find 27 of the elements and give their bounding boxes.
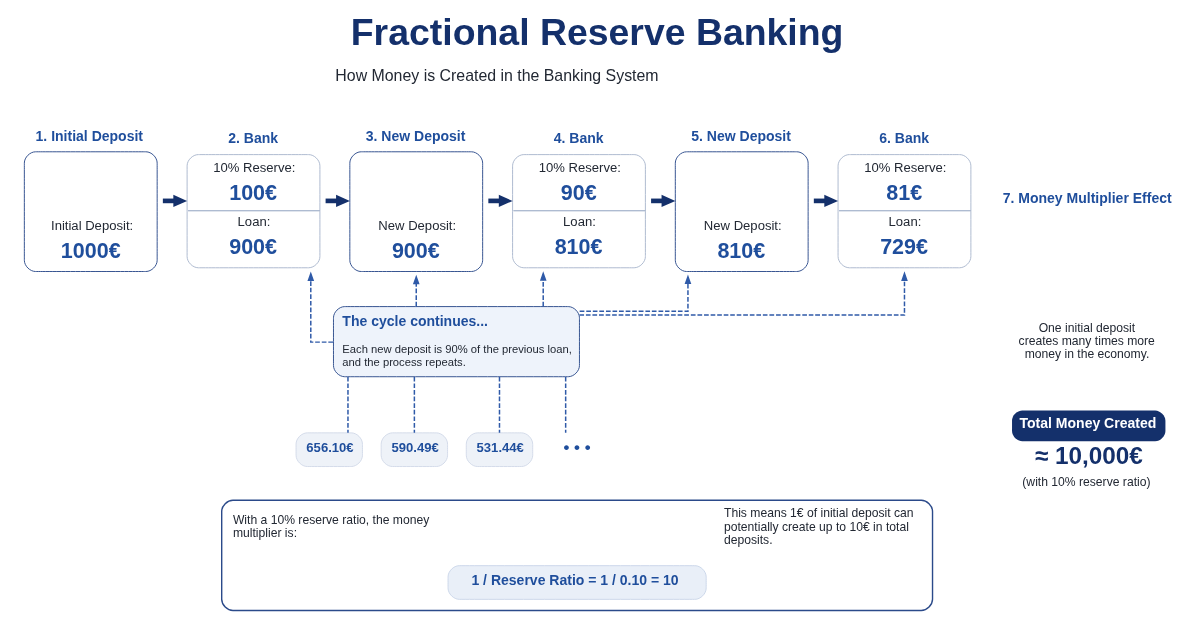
label: One initial deposit creates many times more money in the economy. xyxy=(1018,320,1155,361)
node-label: 6. Bank xyxy=(878,130,929,147)
node-box: 656.10€ xyxy=(295,432,363,467)
connector xyxy=(346,376,349,434)
label: How Money is Created in the Banking System xyxy=(334,67,659,85)
node-box: 531.44€ xyxy=(465,432,533,467)
node-box: 1 / Reserve Ratio = 1 / 0.10 = 10 xyxy=(447,565,707,600)
connector xyxy=(498,376,500,434)
node-box: 590.49€ xyxy=(380,432,448,467)
node-label: 4. Bank xyxy=(553,130,604,147)
arrow xyxy=(578,274,691,312)
node-label: 5. New Deposit xyxy=(690,127,791,144)
label: 7. Money Multiplier Effect xyxy=(1002,189,1172,206)
arrow xyxy=(539,271,547,308)
arrow xyxy=(578,271,908,316)
node-label: (with 10% reserve ratio) xyxy=(1021,474,1151,489)
diagram-title: Fractional Reserve Banking xyxy=(350,10,843,53)
node-label: ≈ 10,000€ xyxy=(1034,441,1143,469)
node-label: 3. New Deposit xyxy=(365,127,465,144)
arrow xyxy=(412,274,420,308)
node-label: 1. Initial Deposit xyxy=(35,127,143,144)
arrow xyxy=(306,271,334,343)
connector xyxy=(413,376,415,434)
node-text: • • • xyxy=(563,437,591,457)
connector xyxy=(564,376,566,434)
node-label: 2. Bank xyxy=(227,130,278,147)
node-box: Total Money Created xyxy=(1011,410,1165,442)
